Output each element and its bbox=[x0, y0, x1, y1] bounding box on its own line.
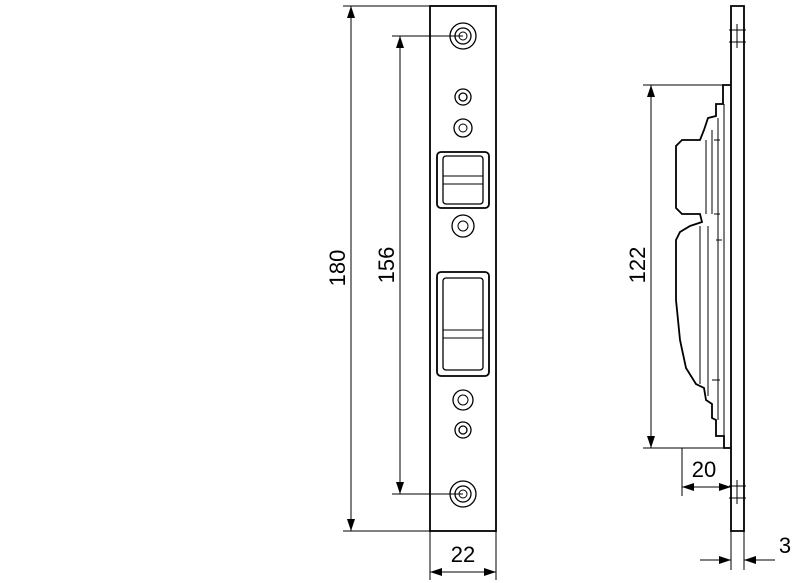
dimension-156: 156 bbox=[374, 35, 463, 495]
faceplate-outline bbox=[429, 5, 497, 532]
dimension-label-20: 20 bbox=[692, 457, 716, 482]
front-view bbox=[429, 5, 497, 532]
lower-small-hole-1 bbox=[452, 389, 474, 411]
lower-small-hole-2 bbox=[454, 421, 472, 439]
dimension-label-156: 156 bbox=[374, 247, 399, 284]
dimension-label-22: 22 bbox=[451, 542, 475, 567]
dimension-label-3: 3 bbox=[779, 533, 791, 558]
side-faceplate bbox=[730, 5, 745, 532]
latch-opening bbox=[436, 151, 490, 209]
bolt-opening bbox=[436, 271, 490, 377]
dimension-3: 3 bbox=[700, 531, 791, 570]
dimension-122: 122 bbox=[625, 84, 724, 449]
dimension-22: 22 bbox=[429, 531, 497, 580]
lock-body-profile bbox=[675, 84, 731, 449]
dimension-label-122: 122 bbox=[625, 247, 650, 284]
upper-small-hole-2 bbox=[453, 118, 473, 138]
upper-small-hole-1 bbox=[454, 88, 472, 106]
dimension-180: 180 bbox=[325, 5, 430, 532]
dimension-20: 20 bbox=[681, 448, 731, 496]
dimension-label-180: 180 bbox=[325, 250, 350, 287]
middle-hole bbox=[451, 214, 475, 238]
